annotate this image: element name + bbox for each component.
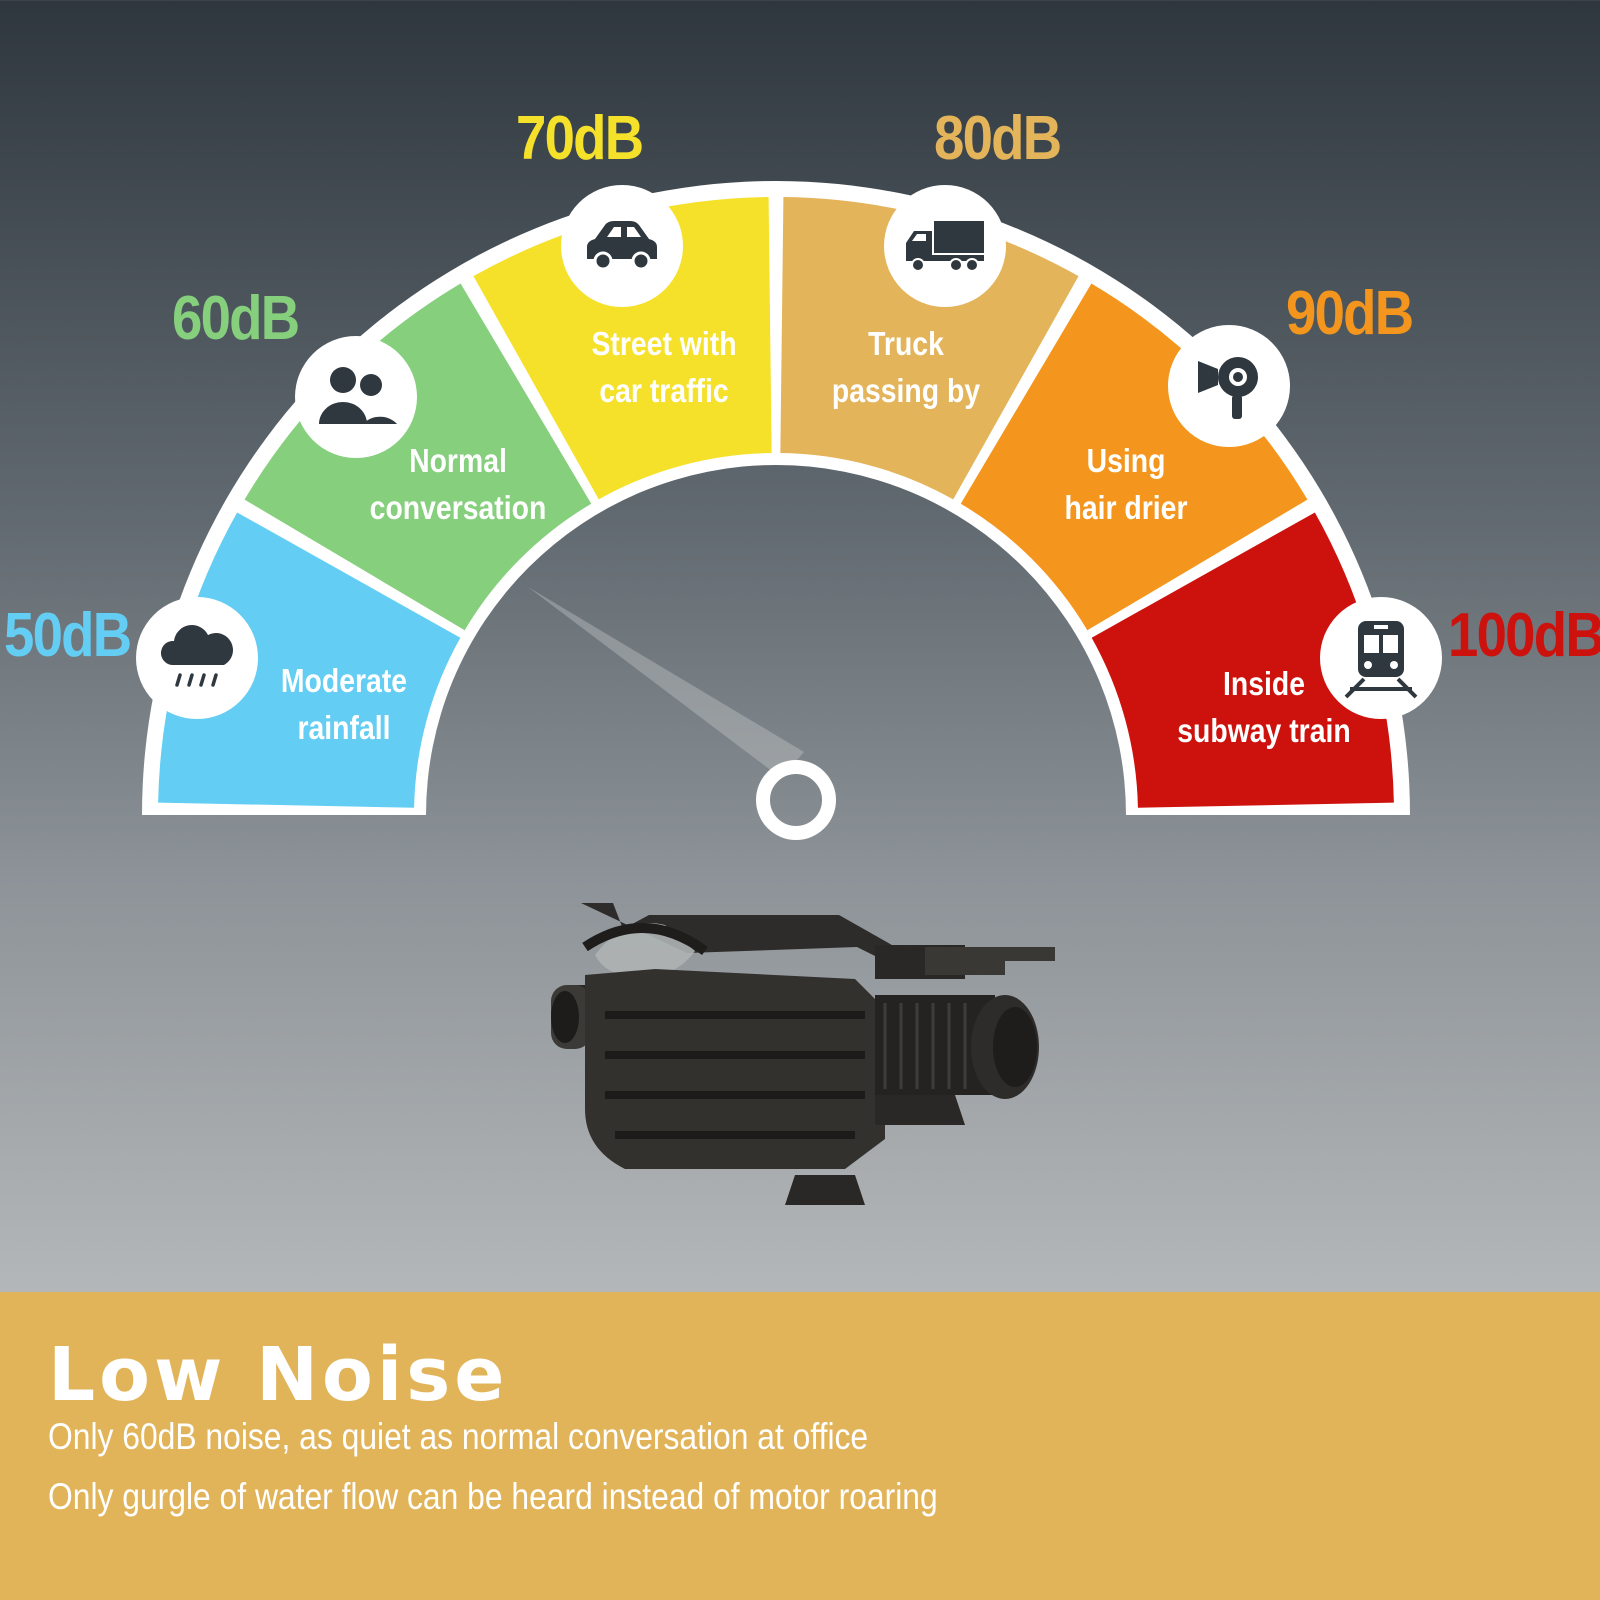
car-icon — [561, 185, 683, 307]
low-noise-banner: Low Noise Only 60dB noise, as quiet as n… — [0, 1292, 1600, 1600]
gauge-needle — [528, 587, 804, 778]
gauge-segment-50dB — [158, 512, 461, 808]
level-50-description: Moderate rainfall — [232, 657, 456, 751]
banner-line-1: Only 60dB noise, as quiet as normal conv… — [48, 1416, 869, 1457]
gauge-segment-80dB — [780, 197, 1079, 500]
level-60-db-label: 60dB — [172, 284, 300, 353]
level-80-line1: Truck — [868, 325, 944, 362]
level-60-line1: Normal — [409, 442, 507, 479]
level-80-line2: passing by — [831, 372, 981, 409]
hair-dryer-icon — [1168, 325, 1290, 447]
gauge-segment-90dB — [960, 283, 1308, 631]
level-50-db-label: 50dB — [4, 601, 132, 670]
truck-icon — [884, 185, 1006, 307]
banner-line-2: Only gurgle of water flow can be heard i… — [48, 1476, 938, 1517]
level-90-line1: Using — [1086, 442, 1166, 479]
level-90-description: Using hair drier — [1014, 437, 1238, 531]
train-icon — [1320, 597, 1442, 719]
level-90-line2: hair drier — [1064, 489, 1188, 526]
level-80-db-label: 80dB — [934, 104, 1062, 173]
level-50-line1: Moderate — [280, 662, 408, 699]
level-80-description: Truck passing by — [794, 320, 1018, 414]
people-icon — [295, 336, 417, 458]
level-70-db-label: 70dB — [516, 104, 644, 173]
level-90-db-label: 90dB — [1286, 279, 1414, 348]
level-100-description: Inside subway train — [1152, 660, 1376, 754]
level-100-line2: subway train — [1177, 712, 1351, 749]
level-70-description: Street with car traffic — [552, 320, 776, 414]
cloud-rain-icon — [136, 597, 258, 719]
level-50-line2: rainfall — [297, 709, 391, 746]
banner-title: Low Noise — [48, 1332, 509, 1418]
level-60-line2: conversation — [369, 489, 547, 526]
level-70-line1: Street with — [591, 325, 737, 362]
level-100-db-label: 100dB — [1448, 601, 1600, 670]
level-100-line1: Inside — [1222, 665, 1305, 702]
gauge-segment-100dB — [1091, 512, 1394, 808]
level-60-description: Normal conversation — [346, 437, 570, 531]
gauge-segments — [142, 181, 1410, 815]
gauge-segment-70dB — [473, 197, 772, 500]
gauge-segment-60dB — [244, 283, 592, 631]
pool-pump-image — [551, 903, 1055, 1205]
gauge-pivot — [756, 760, 836, 840]
level-70-line2: car traffic — [599, 372, 729, 409]
